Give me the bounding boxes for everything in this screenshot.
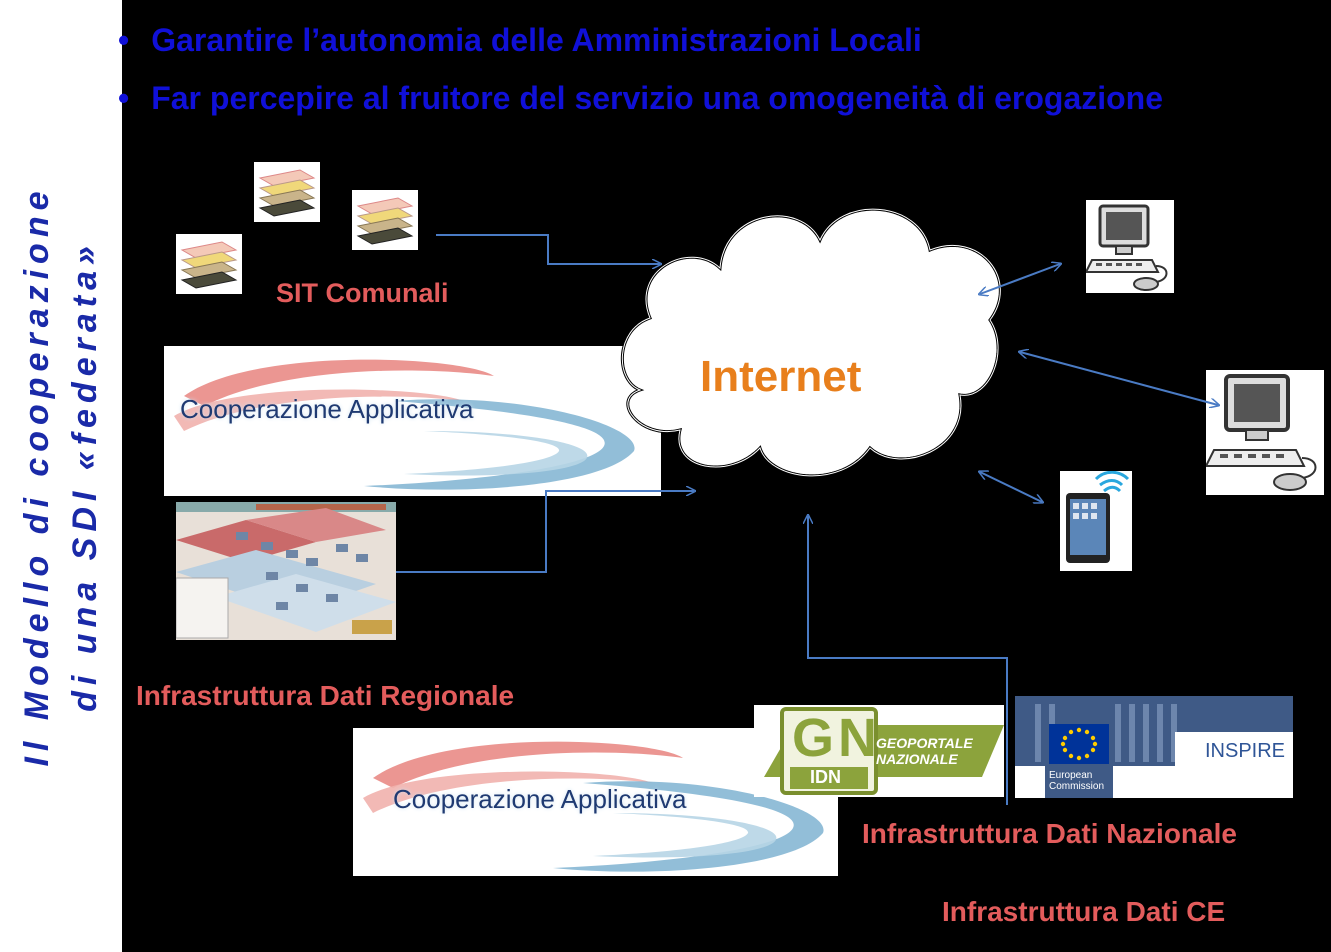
connector-pc2 [1020, 352, 1218, 405]
coop-bottom-text: Cooperazione Applicativa [393, 784, 687, 814]
bullet-1-text: Garantire l’autonomia delle Amministrazi… [151, 22, 922, 58]
computer-icon [1086, 200, 1174, 293]
gn-idn: IDN [810, 767, 841, 787]
coop-banner-top: Cooperazione Applicativa [164, 346, 661, 496]
label-sit-comunali: SIT Comunali [276, 278, 449, 308]
gn-line1: GEOPORTALE [876, 735, 973, 751]
bullet-2-text: Far percepire al fruitore del servizio u… [151, 80, 1164, 116]
connector-regionale [396, 491, 694, 573]
inspire-logo: INSPIRE European Commission [1015, 696, 1293, 798]
gn-letters: GN [792, 708, 881, 768]
bullet-1: •Garantire l’autonomia delle Amministraz… [118, 22, 922, 58]
connector-tablet [980, 472, 1042, 502]
side-title-line2: di una SDI «federata» [66, 240, 104, 712]
sidebar: Il Modello di cooperazione di una SDI «f… [0, 0, 122, 952]
label-infrastruttura-nazionale: Infrastruttura Dati Nazionale [862, 818, 1237, 849]
label-infrastruttura-regionale: Infrastruttura Dati Regionale [136, 680, 515, 711]
gis-layers-icon [352, 190, 418, 250]
european-commission-text: European Commission [1049, 770, 1104, 792]
geoportale-nazionale-logo: GN IDN GEOPORTALE NAZIONALE [754, 705, 1004, 797]
connector-sit [436, 234, 660, 264]
gis-layers-icon [254, 162, 320, 222]
cloud-icon [620, 207, 1002, 478]
ec-line1: European [1049, 770, 1093, 781]
cloud-outline [621, 208, 1001, 477]
ec-line2: Commission [1049, 781, 1105, 792]
label-infrastruttura-ce: Infrastruttura Dati CE [942, 896, 1226, 927]
side-title-line1: Il Modello di cooperazione [18, 185, 56, 767]
datacenter-diagram [176, 502, 396, 640]
computer-icon [1206, 370, 1324, 495]
coop-top-text: Cooperazione Applicativa [180, 394, 474, 424]
bullet-2: •Far percepire al fruitore del servizio … [118, 80, 1164, 116]
gn-line2: NAZIONALE [876, 751, 958, 767]
side-title: Il Modello di cooperazione di una SDI «f… [13, 26, 109, 926]
gis-layers-icon [176, 234, 242, 294]
internet-label: Internet [700, 352, 862, 401]
tablet-icon [1060, 471, 1132, 571]
inspire-text: INSPIRE [1205, 740, 1286, 762]
gn-caption: GEOPORTALE NAZIONALE [876, 735, 973, 767]
connector-pc1 [980, 264, 1060, 294]
